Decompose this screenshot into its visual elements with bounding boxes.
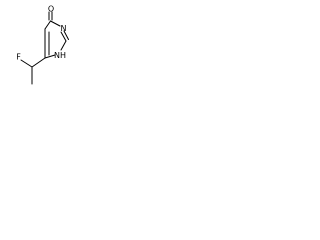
- ring-bond-c4-n3: [50, 20, 61, 27]
- nitrogen-atom-label-bottom: NH: [54, 51, 66, 60]
- structural-formula: O N NH F: [16, 5, 69, 85]
- oxygen-atom-label: O: [48, 5, 54, 14]
- ring-bond-c2-n1: [60, 40, 67, 51]
- ring-bond-c5-c4: [44, 20, 51, 30]
- nitrogen-atom-label-top: N: [61, 24, 67, 33]
- substituent-bond-ch-f: [20, 59, 33, 68]
- fluorine-atom-label: F: [16, 53, 21, 62]
- ring-bond-n3-c2-a: [60, 31, 67, 42]
- substituent-bond-c6-ch: [31, 57, 46, 68]
- ring-bond-n3-c2-b: [63, 30, 69, 40]
- ring-bond-n1-c6: [44, 54, 56, 59]
